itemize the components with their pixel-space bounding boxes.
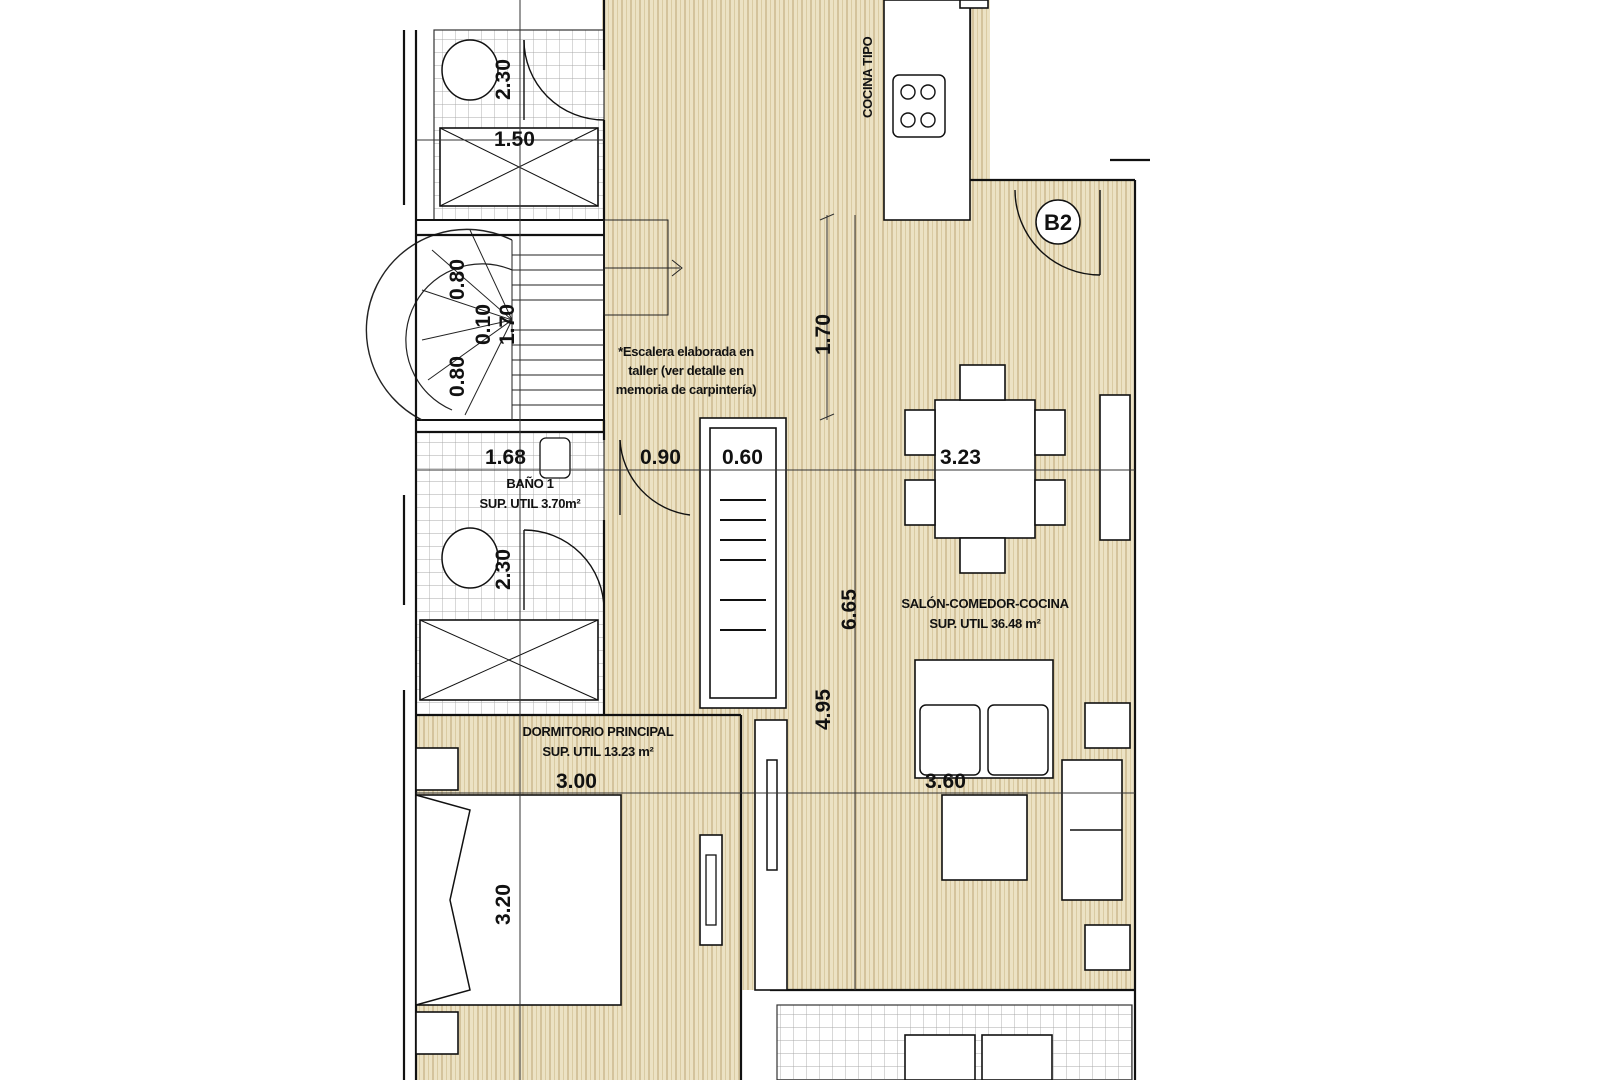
master-bed	[415, 747, 622, 1055]
dimension-lines	[416, 0, 1135, 1080]
dim-bath1-height: 2.30	[492, 549, 515, 590]
unit-tag: B2	[1044, 210, 1072, 235]
dim-master-height: 3.20	[492, 884, 515, 925]
bath-top-fixtures	[439, 39, 599, 207]
dim-hall-height: 4.95	[812, 689, 835, 730]
doors	[523, 39, 1101, 611]
dim-corridor-height: 1.70	[812, 314, 835, 355]
dining-set	[904, 364, 1131, 574]
stair-note-line3: memoria de carpintería)	[616, 382, 757, 397]
dim-stair-a: 0.80	[446, 259, 469, 300]
dim-closet-width: 0.60	[722, 446, 763, 469]
dim-stair-c: 1.70	[496, 304, 519, 345]
bath1-fixtures	[419, 437, 599, 701]
stair-note-line1: *Escalera elaborada en	[618, 344, 754, 359]
dim-stair-d: 0.80	[446, 356, 469, 397]
dim-living-width: 3.60	[925, 770, 966, 793]
dim-bath-top-height: 2.30	[492, 59, 515, 100]
dim-living-height: 6.65	[838, 589, 861, 630]
living-area: SUP. UTIL 36.48 m²	[929, 616, 1041, 631]
living-name: SALÓN-COMEDOR-COCINA	[901, 596, 1069, 611]
master-name: DORMITORIO PRINCIPAL	[523, 724, 674, 739]
dim-master-width: 3.00	[556, 770, 597, 793]
kitchen-counter	[883, 0, 989, 221]
bath1-name: BAÑO 1	[506, 476, 553, 491]
terrace-furniture	[904, 1034, 1053, 1080]
dim-stair-b: 0.10	[472, 304, 495, 345]
stair-note-line2: taller (ver detalle en	[628, 363, 744, 378]
stair	[365, 219, 683, 421]
living-furniture	[699, 659, 1131, 971]
dim-passage-width: 0.90	[640, 446, 681, 469]
bath1-area: SUP. UTIL 3.70m²	[480, 496, 582, 511]
kitchen-label: COCINA TIPO	[860, 36, 875, 118]
closet	[699, 417, 788, 991]
dim-bath1-width: 1.68	[485, 446, 526, 469]
unit-tag-circle	[1035, 199, 1081, 245]
master-area: SUP. UTIL 13.23 m²	[542, 744, 654, 759]
dim-dining-width: 3.23	[940, 446, 981, 469]
dim-bath-top-width: 1.50	[494, 128, 535, 151]
